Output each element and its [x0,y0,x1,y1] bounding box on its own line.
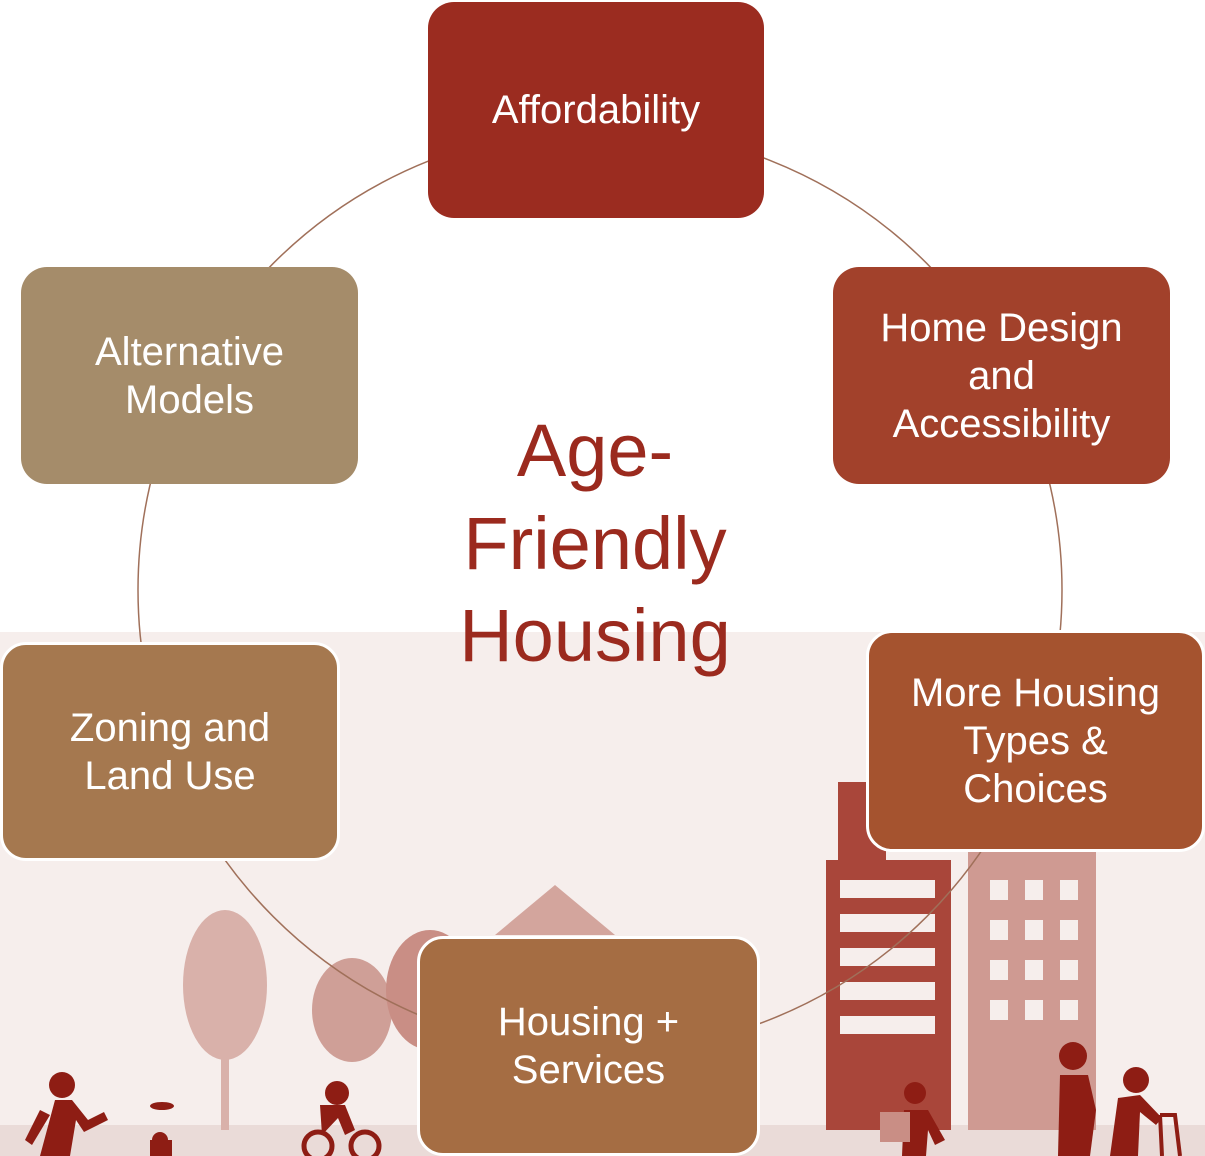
node-label: More Housing Types & Choices [910,671,1160,811]
node-label: Housing + Services [497,1000,680,1092]
dog-icon [150,1132,172,1156]
house-icon [495,885,615,935]
node-label: Alternative Models [95,329,284,422]
apartment-building-icon [968,850,1096,1130]
bench-icon [880,1112,910,1142]
elderly-person-walker-icon [1110,1067,1182,1156]
person-walking-icon [1058,1042,1096,1156]
node-label: Zoning and Land Use [69,705,271,798]
home-design-accessibility-node: Home Design and Accessibility [833,267,1170,484]
node-label: Home Design and Accessibility [880,305,1123,446]
cyclist-icon [301,1081,382,1156]
housing-services-node: Housing + Services [417,936,760,1156]
more-housing-types-node: More Housing Types & Choices [866,630,1205,852]
center-title: Age- Friendly Housing [459,409,731,677]
frisbee-icon [150,1102,174,1110]
apartment-building-icon [826,782,951,1130]
person-running-icon [25,1072,108,1156]
node-label: Affordability [491,88,701,132]
tree-icon [183,910,267,1130]
person-walking-icon [902,1082,945,1156]
alternative-models-node: Alternative Models [21,267,358,484]
affordability-node: Affordability [428,2,764,218]
zoning-land-use-node: Zoning and Land Use [0,642,340,861]
